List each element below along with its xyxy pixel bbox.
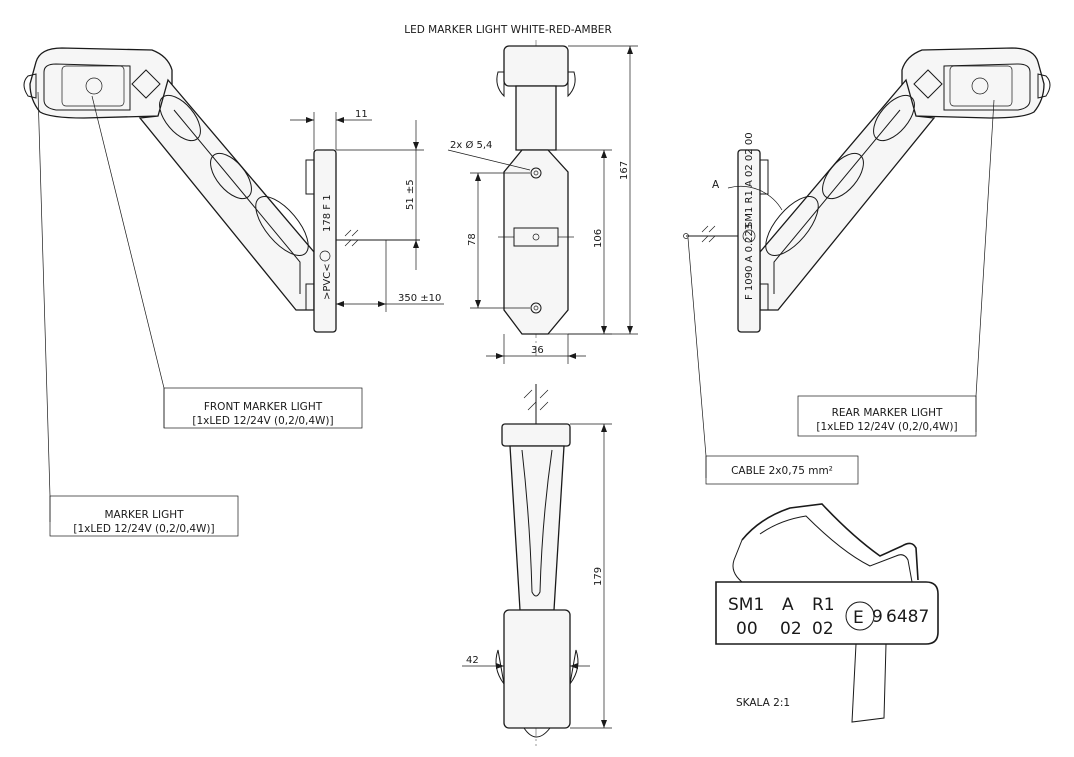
dim-51: 51 ±5 [405,179,416,210]
callout-marker: MARKER LIGHT [1xLED 12/24V (0,2/0,4W)] [49,495,239,537]
dim-350: 350 ±10 [398,293,441,304]
callout-cable-text: CABLE 2x0,75 mm² [731,465,833,477]
dim-36: 36 [531,345,544,356]
e-mark-circle-icon [845,601,875,631]
left-base-marking-upper: 178 F 1 [322,194,333,232]
e-mark-letter: E [853,608,864,628]
left-side-view: 178 F 1 >PVC< 11 51 ±5 350 ±10 [23,47,444,333]
dim-hole: 2x Ø 5,4 [450,139,492,151]
detail-scale: SKALA 2:1 [736,697,790,709]
dim-179: 179 [593,567,604,586]
dim-167: 167 [619,161,630,180]
callout-marker-line1: MARKER LIGHT [104,509,184,521]
stamp-a: A [782,595,794,615]
callout-front-marker: FRONT MARKER LIGHT [1xLED 12/24V (0,2/0,… [163,387,363,429]
right-side-view: SM1 R1 A 02 02 00 F 1090 A 0.223 A [683,47,1051,333]
callout-front-line1: FRONT MARKER LIGHT [204,401,323,413]
stamp-02b: 02 [812,619,834,639]
callout-rear-line1: REAR MARKER LIGHT [832,407,943,419]
detail-a-view: SM1 A R1 00 02 02 E 9 6487 SKALA 2:1 [715,503,939,723]
top-plan-view: 179 42 [462,384,612,746]
callout-rear-marker: REAR MARKER LIGHT [1xLED 12/24V (0,2/0,4… [797,395,977,437]
right-base-marking-lower: F 1090 A 0.223 [744,224,755,300]
left-base-marking-lower: >PVC< [322,263,333,300]
dim-11: 11 [355,109,368,120]
stamp-r1: R1 [812,595,835,615]
front-elevation-view: 2x Ø 5,4 78 106 167 36 [447,40,638,364]
stamp-02a: 02 [780,619,802,639]
detail-ref-a: A [712,179,720,191]
stamp-sm1: SM1 [728,595,764,615]
callout-marker-line2: [1xLED 12/24V (0,2/0,4W)] [73,523,214,535]
callout-front-line2: [1xLED 12/24V (0,2/0,4W)] [192,415,333,427]
callout-cable: CABLE 2x0,75 mm² [705,455,859,485]
right-base-marking-upper: SM1 R1 A 02 02 00 [744,132,755,228]
dim-42: 42 [466,655,479,666]
dim-78: 78 [467,233,478,246]
stamp-00: 00 [736,619,758,639]
e-mark-number: 9 [872,607,883,627]
dim-106: 106 [593,229,604,248]
callout-rear-line2: [1xLED 12/24V (0,2/0,4W)] [816,421,957,433]
drawing-title: LED MARKER LIGHT WHITE-RED-AMBER [404,24,612,36]
approval-number: 6487 [886,607,929,627]
